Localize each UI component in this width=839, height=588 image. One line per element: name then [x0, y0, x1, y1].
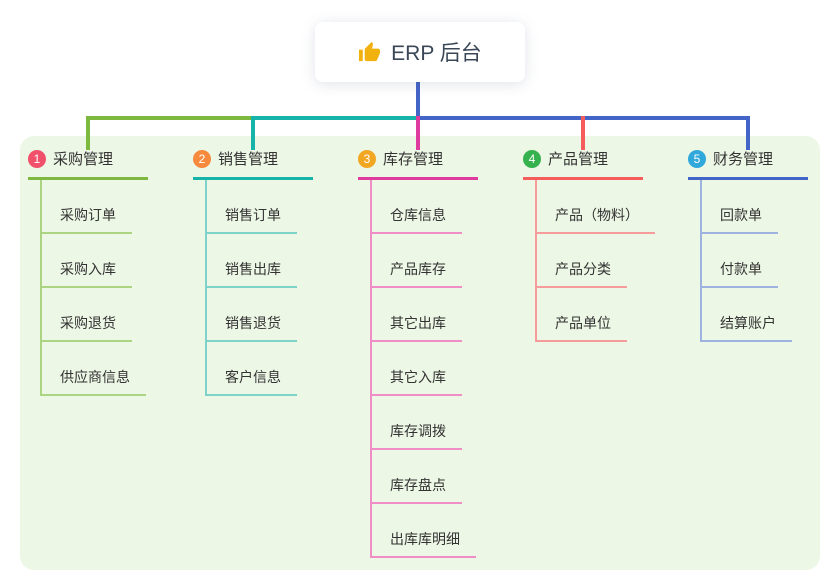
connector-drop-branch5: [746, 116, 750, 150]
child-node-label: 结算账户: [700, 313, 792, 342]
child-node[interactable]: 库存盘点: [370, 450, 478, 504]
branch-children: 产品（物料） 产品分类 产品单位: [535, 180, 655, 342]
branch-inventory-management: 3 库存管理 仓库信息 产品库存 其它出库 其它入库 库存调拨 库存盘点 出库库…: [358, 148, 478, 558]
child-node[interactable]: 库存调拨: [370, 396, 478, 450]
branch-children: 销售订单 销售出库 销售退货 客户信息: [205, 180, 313, 396]
connector-segment-branch2: [251, 116, 418, 120]
connector-drop-branch2: [251, 116, 255, 150]
child-node[interactable]: 采购入库: [40, 234, 148, 288]
branch-node[interactable]: 3 库存管理: [358, 148, 478, 180]
child-node-label: 产品单位: [535, 313, 627, 342]
child-node-label: 其它入库: [370, 367, 462, 396]
branch-number-badge: 2: [193, 149, 211, 168]
child-node[interactable]: 其它入库: [370, 342, 478, 396]
child-node[interactable]: 采购退货: [40, 288, 148, 342]
branch-label: 产品管理: [548, 151, 609, 168]
child-node[interactable]: 客户信息: [205, 342, 313, 396]
child-node[interactable]: 采购订单: [40, 180, 148, 234]
branch-label: 销售管理: [218, 151, 279, 168]
child-node-label: 库存盘点: [370, 475, 462, 504]
child-node[interactable]: 产品（物料）: [535, 180, 655, 234]
child-node-label: 产品库存: [370, 259, 462, 288]
branch-node[interactable]: 5 财务管理: [688, 148, 808, 180]
branch-children: 回款单 付款单 结算账户: [700, 180, 808, 342]
child-node[interactable]: 产品单位: [535, 288, 643, 342]
branch-label: 财务管理: [713, 151, 774, 168]
branch-purchase-management: 1 采购管理 采购订单 采购入库 采购退货 供应商信息: [28, 148, 148, 396]
child-node-label: 产品（物料）: [535, 205, 655, 234]
branch-children: 仓库信息 产品库存 其它出库 其它入库 库存调拨 库存盘点 出库库明细: [370, 180, 478, 558]
root-node-label: ERP 后台: [391, 42, 482, 65]
child-node-label: 客户信息: [205, 367, 297, 396]
child-node[interactable]: 供应商信息: [40, 342, 148, 396]
root-connector-line: [416, 78, 420, 118]
child-node[interactable]: 结算账户: [700, 288, 808, 342]
branch-node[interactable]: 2 销售管理: [193, 148, 313, 180]
child-node-label: 回款单: [700, 205, 778, 234]
branch-number-badge: 5: [688, 149, 706, 168]
child-node-label: 其它出库: [370, 313, 462, 342]
connector-drop-branch3: [416, 116, 420, 150]
connector-segment-branch1: [86, 116, 253, 120]
child-node-label: 付款单: [700, 259, 778, 288]
child-node[interactable]: 其它出库: [370, 288, 478, 342]
branch-number-badge: 1: [28, 149, 46, 168]
connector-drop-branch4: [581, 116, 585, 150]
branch-node[interactable]: 4 产品管理: [523, 148, 643, 180]
child-node[interactable]: 回款单: [700, 180, 808, 234]
child-node[interactable]: 产品库存: [370, 234, 478, 288]
child-node[interactable]: 仓库信息: [370, 180, 478, 234]
child-node-label: 仓库信息: [370, 205, 462, 234]
branch-finance-management: 5 财务管理 回款单 付款单 结算账户: [688, 148, 808, 342]
child-node[interactable]: 销售订单: [205, 180, 313, 234]
child-node-label: 采购入库: [40, 259, 132, 288]
thumbs-up-icon: [359, 41, 381, 61]
child-node[interactable]: 出库库明细: [370, 504, 478, 558]
child-node[interactable]: 销售出库: [205, 234, 313, 288]
child-node[interactable]: 销售退货: [205, 288, 313, 342]
child-node-label: 销售订单: [205, 205, 297, 234]
branch-number-badge: 4: [523, 149, 541, 168]
branch-sales-management: 2 销售管理 销售订单 销售出库 销售退货 客户信息: [193, 148, 313, 396]
child-node[interactable]: 付款单: [700, 234, 808, 288]
branch-number-badge: 3: [358, 149, 376, 168]
branch-node[interactable]: 1 采购管理: [28, 148, 148, 180]
child-node-label: 采购退货: [40, 313, 132, 342]
branch-label: 采购管理: [53, 151, 114, 168]
child-node-label: 销售退货: [205, 313, 297, 342]
child-node-label: 采购订单: [40, 205, 132, 234]
branch-label: 库存管理: [383, 151, 444, 168]
root-node[interactable]: ERP 后台: [315, 22, 525, 82]
child-node[interactable]: 产品分类: [535, 234, 643, 288]
child-node-label: 出库库明细: [370, 529, 476, 558]
mindmap-panel: 1 采购管理 采购订单 采购入库 采购退货 供应商信息 2 销售管理 销售订单 …: [20, 136, 820, 570]
child-node-label: 库存调拨: [370, 421, 462, 450]
branch-product-management: 4 产品管理 产品（物料） 产品分类 产品单位: [523, 148, 655, 342]
child-node-label: 产品分类: [535, 259, 627, 288]
child-node-label: 供应商信息: [40, 367, 146, 396]
connector-drop-branch1: [86, 116, 90, 150]
branch-children: 采购订单 采购入库 采购退货 供应商信息: [40, 180, 148, 396]
child-node-label: 销售出库: [205, 259, 297, 288]
